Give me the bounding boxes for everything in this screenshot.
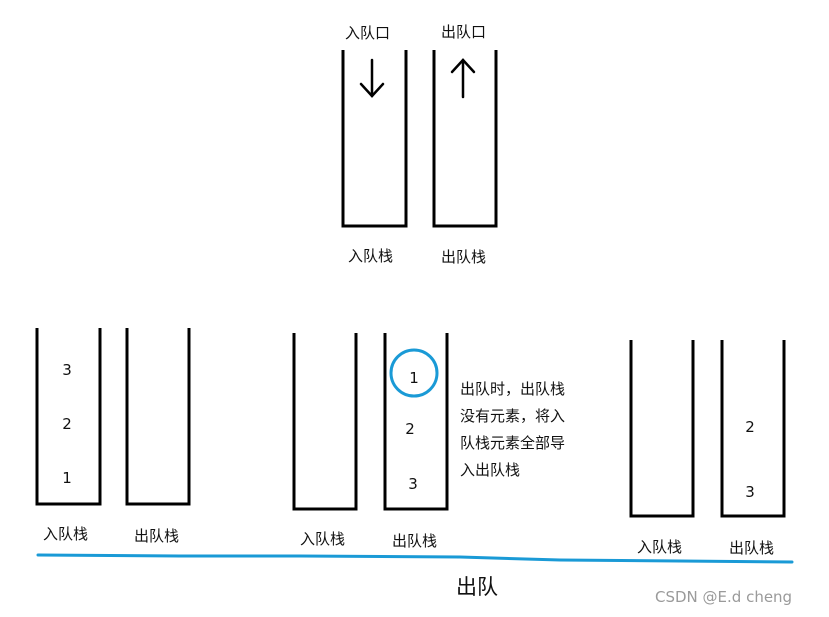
top-in-stack-label: 入队栈 — [348, 247, 394, 265]
panel3-out-stack-container — [720, 340, 786, 518]
top-out-stack-label: 出队栈 — [441, 248, 487, 266]
down-arrow-icon — [359, 58, 385, 98]
highlight-circle — [389, 348, 439, 398]
top-in-stack-container — [341, 50, 408, 228]
note-line: 入出队栈 — [460, 461, 521, 479]
panel3-out-stack-label: 出队栈 — [729, 539, 775, 557]
note-line: 队栈元素全部导 — [460, 434, 566, 452]
panel2-in-stack-container — [292, 333, 358, 511]
dequeue-note: 出队时，出队栈 没有元素，将入 队栈元素全部导 入出队栈 — [460, 376, 565, 484]
panel1-in-stack-label: 入队栈 — [43, 525, 89, 543]
enqueue-port-label: 入队口 — [345, 24, 391, 42]
panel2-in-stack-label: 入队栈 — [300, 530, 346, 548]
watermark: CSDN @E.d cheng — [655, 588, 793, 606]
panel1-in-stack-container — [35, 328, 102, 506]
panel2-out-item: 1 — [409, 369, 419, 387]
panel1-in-item: 3 — [62, 361, 72, 379]
up-arrow-icon — [450, 58, 476, 99]
panel1-in-item: 2 — [62, 415, 72, 433]
panel2-out-stack-label: 出队栈 — [392, 532, 438, 550]
note-line: 出队时，出队栈 — [460, 380, 566, 398]
note-line: 没有元素，将入 — [460, 407, 566, 425]
panel3-out-item: 2 — [745, 418, 755, 436]
panel3-in-stack-label: 入队栈 — [637, 538, 683, 556]
panel2-out-item: 3 — [408, 475, 418, 493]
panel1-out-stack-label: 出队栈 — [134, 527, 180, 545]
diagram-caption: 出队 — [456, 575, 498, 599]
panel2-out-item: 2 — [405, 420, 415, 438]
baseline — [36, 553, 794, 564]
panel1-out-stack-container — [125, 328, 191, 506]
top-out-stack-container — [432, 50, 498, 228]
panel1-in-item: 1 — [62, 469, 72, 487]
panel2-out-stack-container — [383, 333, 449, 511]
panel3-in-stack-container — [629, 340, 695, 518]
panel3-out-item: 3 — [745, 483, 755, 501]
dequeue-port-label: 出队口 — [441, 23, 487, 41]
